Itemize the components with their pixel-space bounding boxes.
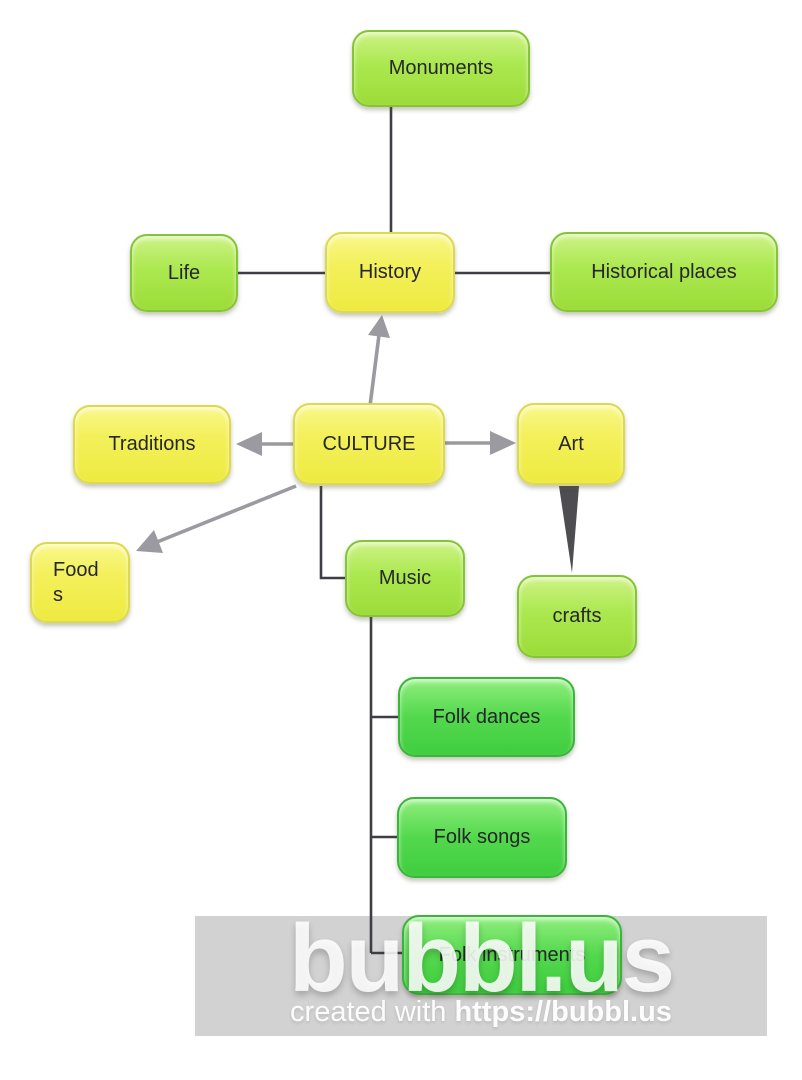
- arrow-culture-art: [445, 431, 516, 455]
- node-music[interactable]: Music: [345, 540, 465, 617]
- node-folk-songs[interactable]: Folk songs: [397, 797, 567, 878]
- node-foods[interactable]: Food s: [30, 542, 130, 623]
- node-history[interactable]: History: [325, 232, 455, 313]
- watermark-credit-prefix: created with: [290, 996, 455, 1028]
- node-traditions[interactable]: Traditions: [73, 405, 231, 484]
- node-life[interactable]: Life: [130, 234, 238, 312]
- arrow-culture-history: [368, 315, 390, 407]
- node-culture[interactable]: CULTURE: [293, 403, 445, 485]
- node-crafts[interactable]: crafts: [517, 575, 637, 658]
- node-art[interactable]: Art: [517, 403, 625, 485]
- connector-art-crafts-wedge: [559, 486, 579, 573]
- node-folk-instruments[interactable]: Folk instruments: [402, 915, 622, 995]
- watermark-credit: created with https://bubbl.us: [195, 996, 767, 1029]
- watermark-credit-url: https://bubbl.us: [454, 996, 672, 1028]
- node-monuments[interactable]: Monuments: [352, 30, 530, 107]
- node-historical-places[interactable]: Historical places: [550, 232, 778, 312]
- connector-culture-music: [319, 486, 345, 580]
- arrow-culture-traditions: [236, 432, 293, 456]
- node-folk-dances[interactable]: Folk dances: [398, 677, 575, 757]
- arrow-culture-foods: [136, 484, 297, 553]
